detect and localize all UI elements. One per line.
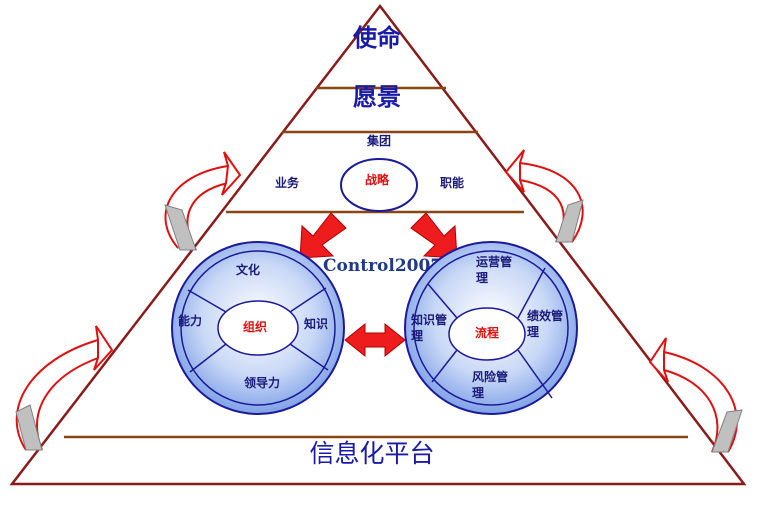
platform-label: 信息化平台 bbox=[309, 439, 434, 468]
proc-right-label-line2: 理 bbox=[527, 325, 539, 339]
proc-top-label-line2: 理 bbox=[476, 271, 488, 285]
business-label: 业务 bbox=[275, 175, 300, 190]
organization-wheel bbox=[171, 241, 345, 415]
cycle-arrow-lower-right-icon bbox=[648, 337, 743, 453]
cycle-arrow-lower-left-icon bbox=[15, 325, 114, 451]
proc-left-label-line1: 知识管 bbox=[410, 312, 447, 327]
mission-label: 使命 bbox=[352, 24, 402, 52]
vision-label: 愿景 bbox=[353, 83, 401, 111]
group-label: 集团 bbox=[366, 133, 391, 148]
org-center-label: 组织 bbox=[243, 319, 267, 334]
cycle-arrow-upper-right-icon bbox=[504, 149, 584, 243]
function-label: 职能 bbox=[440, 175, 464, 190]
arrow-right-down-icon bbox=[410, 212, 458, 259]
proc-center-label: 流程 bbox=[475, 325, 499, 340]
proc-top-label-line1: 运营管 bbox=[476, 254, 512, 269]
org-right-label: 知识 bbox=[303, 316, 328, 331]
double-arrow-icon bbox=[344, 322, 406, 358]
arrow-left-down-icon bbox=[299, 212, 347, 259]
watermark-text: Control2007 bbox=[323, 256, 442, 276]
cycle-arrow-upper-left-icon bbox=[164, 151, 242, 251]
org-top-label: 文化 bbox=[236, 262, 260, 277]
proc-right-label-line1: 绩效管 bbox=[527, 308, 563, 323]
strategy-ellipse bbox=[340, 158, 418, 212]
proc-left-label-line2: 理 bbox=[411, 329, 423, 343]
proc-bottom-label-line2: 理 bbox=[472, 386, 484, 400]
strategy-label: 战略 bbox=[365, 172, 390, 187]
org-left-label: 能力 bbox=[178, 313, 202, 328]
process-wheel bbox=[404, 241, 578, 415]
pyramid-outline bbox=[9, 3, 747, 486]
org-bottom-label: 领导力 bbox=[244, 375, 280, 390]
proc-bottom-label-line1: 风险管 bbox=[472, 369, 508, 384]
